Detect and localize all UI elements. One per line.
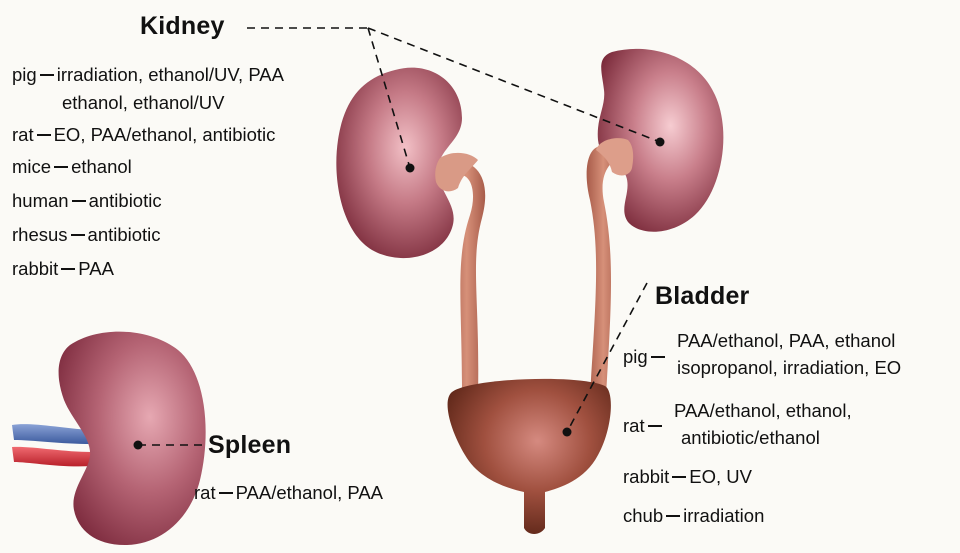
dash [61,268,75,270]
animal-label: chub [623,505,663,526]
treatment-text: irradiation [683,505,764,526]
treatment-line-1: PAA/ethanol, ethanol, [674,400,852,422]
dash [219,492,233,494]
bladder-organ [448,379,611,534]
animal-label: pig [623,346,668,368]
treatment-line-2: antibiotic/ethanol [681,427,820,449]
spleen-artery [12,447,92,467]
treatment-text: antibiotic [88,224,161,245]
dash [672,476,686,478]
kidney-entry-human: human antibiotic [12,190,162,212]
treatment-text: PAA [78,258,114,279]
dash [40,74,54,76]
animal-label: pig [12,64,37,85]
treatment-text: antibiotic [89,190,162,211]
dash [54,166,68,168]
treatment-text: irradiation, ethanol/UV, PAA [57,64,284,85]
left-kidney-marker [406,164,415,173]
dash [72,200,86,202]
dash [37,134,51,136]
animal-label: human [12,190,69,211]
animal-name: rat [623,415,645,436]
kidney-title: Kidney [140,12,225,41]
bladder-entry-rabbit: rabbit EO, UV [623,466,752,488]
right-ureter [587,146,620,395]
treatment-text: EO, PAA/ethanol, antibiotic [54,124,276,145]
animal-label: rabbit [12,258,58,279]
treatment-line-2: isopropanol, irradiation, EO [677,357,901,379]
bladder-marker [563,428,572,437]
treatment-line-1: PAA/ethanol, PAA, ethanol [677,330,895,352]
right-kidney-marker [656,138,665,147]
animal-label: rat [12,124,34,145]
kidney-entry-pig: pig irradiation, ethanol/UV, PAA [12,64,284,86]
animal-label: rhesus [12,224,68,245]
animal-label: rat [623,415,665,437]
spleen-entry-rat: rat PAA/ethanol, PAA [194,482,383,504]
dash [666,515,680,517]
treatment-text: EO, UV [689,466,752,487]
dash [651,356,665,358]
kidney-entry-mice: mice ethanol [12,156,132,178]
left-ureter [448,160,485,395]
dash [71,234,85,236]
kidney-entry-rabbit: rabbit PAA [12,258,114,280]
bladder-entry-chub: chub irradiation [623,505,764,527]
kidney-entry-pig-continuation: ethanol, ethanol/UV [62,92,225,114]
animal-label: mice [12,156,51,177]
animal-label: rat [194,482,216,503]
spleen-title: Spleen [208,431,291,460]
dash [648,425,662,427]
bladder-title: Bladder [655,282,749,311]
treatment-text: ethanol [71,156,132,177]
spleen-marker [134,441,143,450]
animal-label: rabbit [623,466,669,487]
kidney-entry-rat: rat EO, PAA/ethanol, antibiotic [12,124,275,146]
animal-name: pig [623,346,648,367]
treatment-text: PAA/ethanol, PAA [236,482,383,503]
kidney-entry-rhesus: rhesus antibiotic [12,224,161,246]
